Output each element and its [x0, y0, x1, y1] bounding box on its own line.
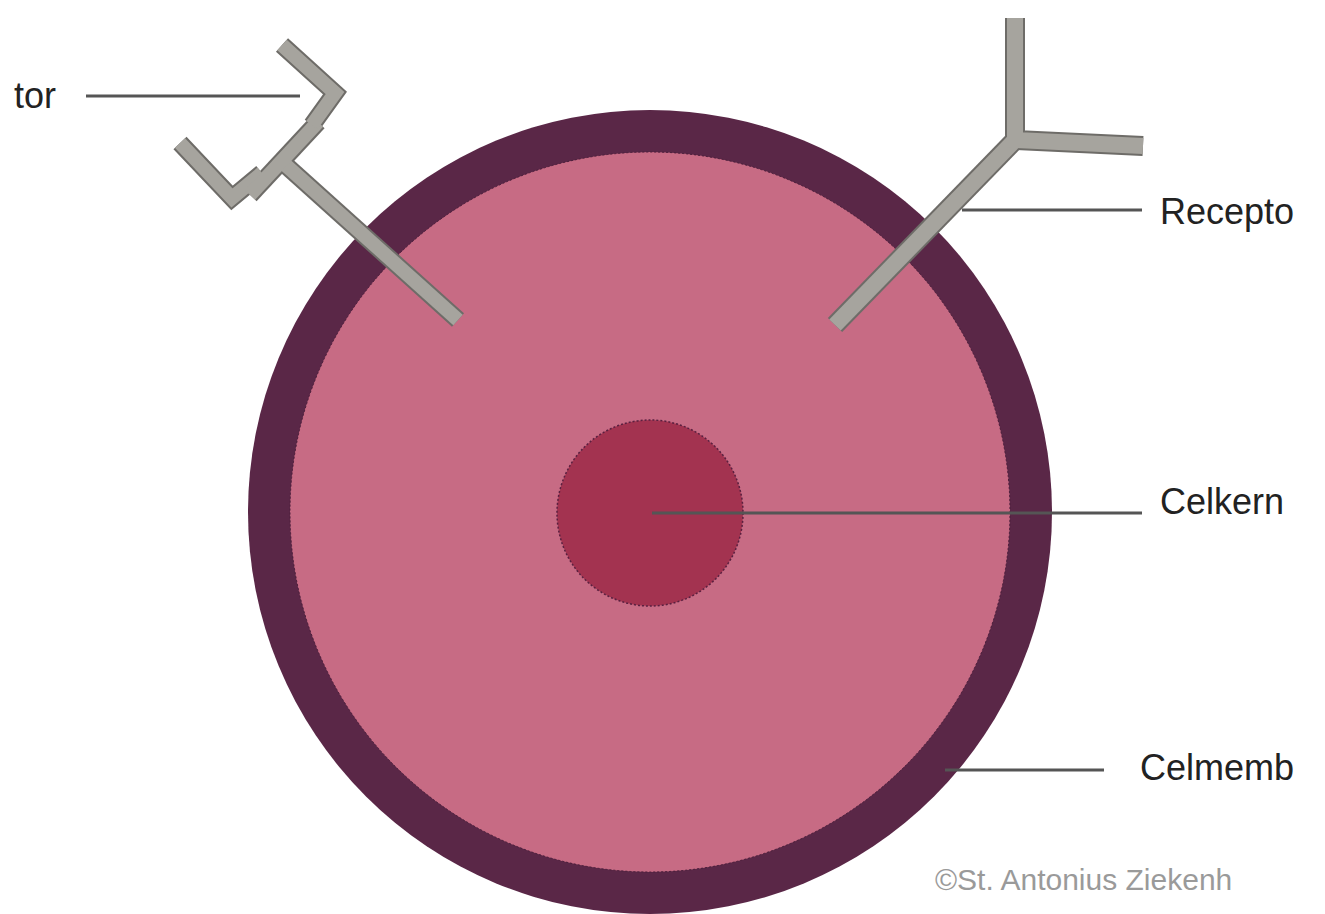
leader-line: [945, 769, 1104, 772]
part-label: tor: [14, 78, 56, 114]
leader-line: [86, 95, 300, 98]
leader-lines: [86, 96, 1142, 770]
part-label: Celkern: [1160, 484, 1284, 520]
leader-line: [962, 209, 1142, 212]
leader-line: [652, 512, 1142, 515]
part-label: Celmemb: [1140, 750, 1294, 786]
watermark: ©St. Antonius Ziekenh: [935, 865, 1232, 895]
receptor-left: [180, 45, 458, 320]
receptor-right: [835, 18, 1143, 325]
part-label: Recepto: [1160, 194, 1294, 230]
